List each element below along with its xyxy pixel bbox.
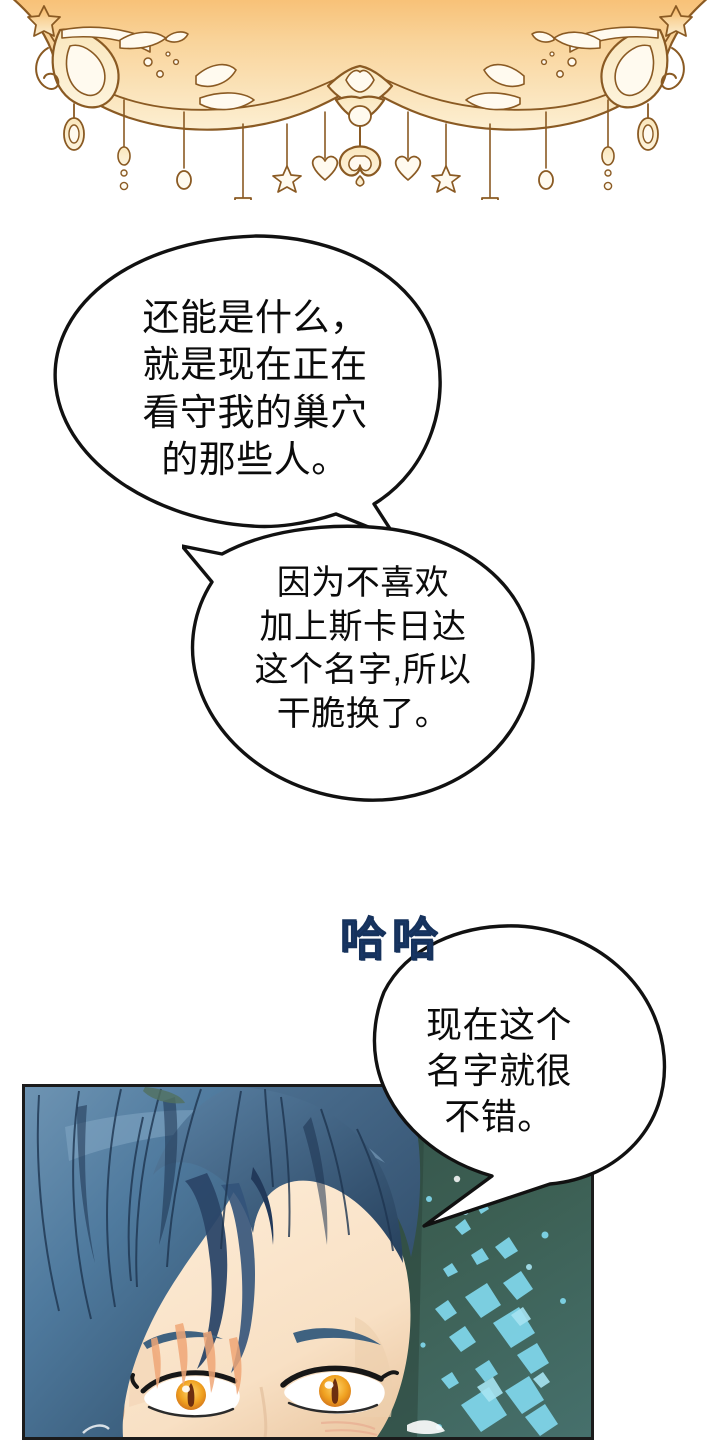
speech-bubble-2-shape [182,524,535,802]
speech-bubble-3-shape [372,924,667,1228]
eye-right [280,1365,399,1414]
character-closeup-illustration [25,1087,591,1437]
hair-warm-tips [151,1323,242,1395]
speech-bubble-3: 现在这个 名字就很 不错。 [336,920,676,1230]
speech-bubble-3-text: 现在这个 名字就很 不错。 [425,1004,572,1138]
hair-strokes [36,1088,394,1320]
eyebrow-left [143,1331,223,1349]
foliage-speckles [420,1181,566,1436]
gold-filigree-divider [0,0,720,200]
speech-bubble-1: 还能是什么， 就是现在正在 看守我的巢穴 的那些人。 [44,232,464,562]
sfx-laughter-text: 哈哈 [340,913,444,965]
eyebrow-right [293,1328,381,1345]
speech-bubble-2-text: 因为不喜欢 加上斯卡日达 这个名字,所以 干脆换了。 [254,564,472,733]
bangs [153,1087,403,1263]
speech-bubble-1-text: 还能是什么， 就是现在正在 看守我的巢穴 的那些人。 [142,297,368,481]
speech-bubble-1-shape [53,234,442,540]
speech-bubble-2: 因为不喜欢 加上斯卡日达 这个名字,所以 干脆换了。 [182,518,542,808]
